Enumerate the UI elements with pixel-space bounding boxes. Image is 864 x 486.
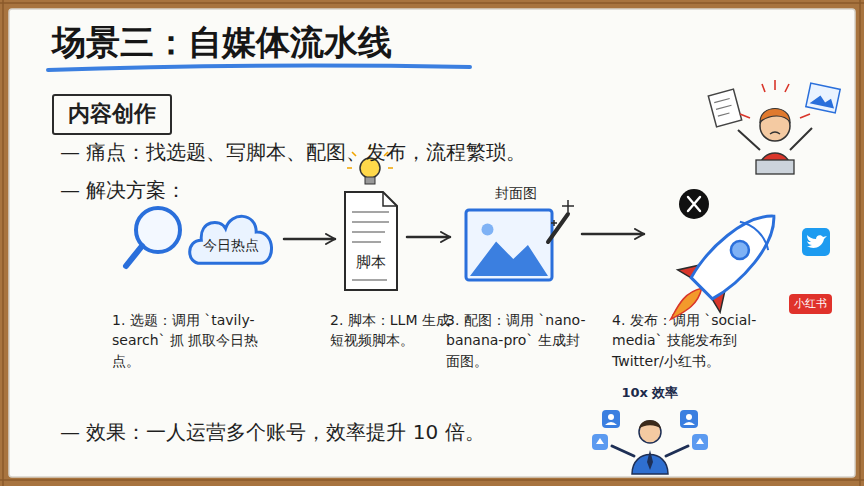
rocket-icon (688, 202, 788, 302)
magnifier-icon (126, 208, 180, 266)
rocket-icon (740, 218, 773, 251)
ten-x-person-illustration (639, 421, 661, 443)
flow-arrow (284, 238, 335, 241)
twitter-logo (802, 228, 830, 256)
solution-heading: — 解决方案： (60, 176, 186, 205)
section-tag-text: 内容创作 (68, 100, 156, 129)
hot-topic-cloud: 今日热点 (186, 210, 276, 268)
rocket-icon (727, 237, 752, 262)
x-logo (688, 197, 700, 211)
step-caption: 3. 配图：调用 `nano-banana-pro` 生成封面图。 (446, 310, 586, 371)
ten-x-person-illustration (680, 410, 698, 428)
ten-x-person-illustration (608, 414, 614, 420)
icon-heading: 封面图 (495, 184, 537, 202)
ten-x-person-illustration (592, 410, 708, 474)
ten-x-person-illustration (639, 420, 661, 429)
stressed-person-illustration (760, 109, 790, 123)
title-underline (48, 66, 470, 70)
cloud-shape (190, 216, 272, 263)
rocket-icon (649, 195, 795, 341)
effect-text: — 效果：一人运营多个账号，效率提升 10 倍。 (60, 418, 485, 447)
title-underline (48, 66, 470, 70)
x-logo (679, 189, 709, 219)
twitter-logo (802, 228, 830, 256)
pain-point-text: — 痛点：找选题、写脚本、配图、发布，流程繁琐。 (60, 138, 526, 167)
slide-title: 场景三：自媒体流水线 (52, 18, 392, 67)
image-mountains (470, 242, 548, 277)
magic-wand (548, 214, 568, 242)
step-caption: 2. 脚本：LLM 生成 短视频脚本。 (330, 310, 460, 351)
flow-arrow (407, 236, 450, 239)
step-caption: 4. 发布：调用 `social-media` 技能发布到 Twitter/小红… (612, 310, 764, 371)
icon-label: 脚本 (356, 253, 386, 273)
image-sun (482, 224, 494, 236)
script-document-outline (343, 190, 399, 292)
section-tag-box: 内容创作 (52, 94, 172, 135)
ten-x-person-illustration (647, 450, 653, 470)
document-fold (383, 192, 397, 206)
ten-x-person-illustration (612, 446, 688, 456)
ten-x-person-illustration (596, 438, 704, 444)
board-surface (9, 9, 855, 477)
flow-arrow (582, 233, 644, 236)
publish-rocket-cluster: 小红书 (652, 168, 846, 318)
stressed-person-illustration (810, 94, 837, 109)
stressed-person-illustration (714, 98, 733, 116)
stressed-person-illustration (806, 83, 840, 113)
rocket-icon (667, 284, 706, 323)
icon-label: 今日热点 (203, 236, 259, 254)
lightbulb-icon (365, 177, 375, 184)
stressed-person-illustration (738, 128, 812, 150)
ten-x-person-illustration (683, 422, 695, 425)
stressed-person-illustration (708, 89, 741, 127)
efficiency-badge-text: 10x 效率 (606, 384, 694, 403)
document-lines (352, 212, 389, 242)
platform-badge: 小红书 (789, 294, 832, 314)
board-surface (9, 9, 855, 477)
x-logo (679, 189, 709, 219)
stressed-person-illustration (708, 80, 840, 174)
image-frame (466, 210, 552, 280)
cover-image-icon: 封面图 (458, 184, 574, 284)
stressed-person-illustration (740, 80, 810, 118)
sparkle (551, 200, 574, 226)
document-lines (352, 279, 387, 281)
script-document: 脚本 (343, 190, 399, 292)
twitter-logo (807, 235, 827, 248)
step-caption: 1. 选题：调用 `tavily-search` 抓 抓取今日热点。 (112, 310, 264, 371)
stressed-person-illustration (756, 160, 794, 174)
ten-x-person-illustration (686, 414, 692, 420)
magnifier-icon (126, 246, 142, 266)
document-page (345, 192, 397, 290)
ten-x-person-illustration (602, 410, 620, 428)
stressed-person-illustration (770, 132, 780, 134)
ten-x-person-illustration (605, 422, 617, 425)
